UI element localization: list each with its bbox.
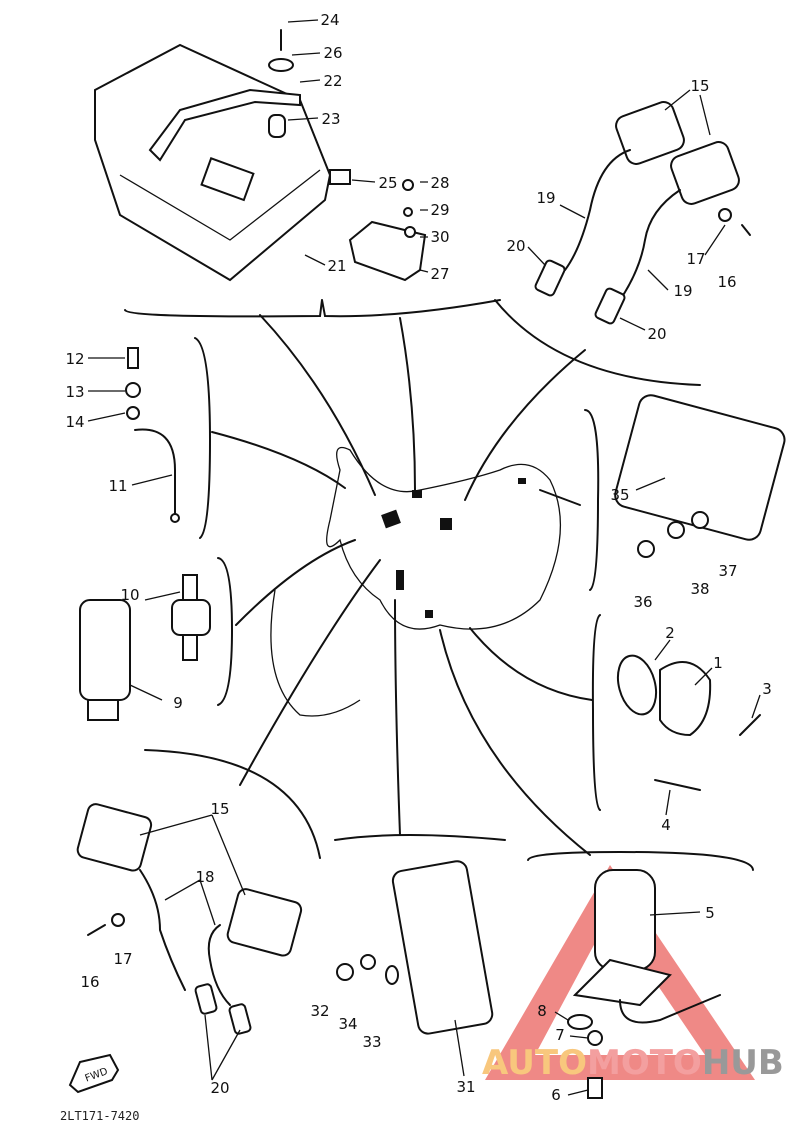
callout: 33: [362, 1033, 381, 1051]
callout: 20: [506, 237, 525, 255]
callout: 23: [321, 110, 340, 128]
callout: 20: [647, 325, 666, 343]
callout: 17: [686, 250, 705, 268]
callout: 4: [661, 816, 671, 834]
callout: 38: [690, 580, 709, 598]
callout: 17: [113, 950, 132, 968]
callout: 18: [195, 868, 214, 886]
callout: 1: [713, 654, 723, 672]
ecu-unit: [94, 29, 351, 282]
callout: 15: [690, 77, 709, 95]
ignition-coils-top: [534, 101, 751, 325]
callout: 32: [310, 1002, 329, 1020]
callout: 35: [610, 486, 629, 504]
callout: 19: [536, 189, 555, 207]
watermark-text: AUTOMOTOHUB: [482, 1043, 784, 1083]
callout: 9: [173, 694, 183, 712]
callout: 5: [705, 904, 715, 922]
regulator: [348, 179, 427, 282]
callout: 15: [210, 800, 229, 818]
callout: 3: [762, 680, 772, 698]
watermark-triangle: [485, 865, 755, 1080]
callout-labels: 24 26 22 23 25 28 29 30 21 27 15 19 17 1…: [65, 11, 771, 1104]
tail-lamp: [614, 394, 786, 558]
watermark-logo: AUTOMOTOHUB: [482, 865, 784, 1083]
callout: 26: [323, 44, 342, 62]
fwd-arrow-icon: FWD: [68, 1053, 120, 1094]
footer-code: 2LT171-7420: [60, 1109, 139, 1123]
callout: 34: [338, 1015, 357, 1033]
pickup-coil: [616, 654, 761, 791]
callout: 22: [323, 72, 342, 90]
callout: 29: [430, 201, 449, 219]
callout: 31: [456, 1078, 475, 1096]
callout: 28: [430, 174, 449, 192]
callout: 13: [65, 383, 84, 401]
callout: 24: [320, 11, 339, 29]
callout: 19: [673, 282, 692, 300]
switches: [79, 574, 211, 721]
callout: 14: [65, 413, 84, 431]
reflector: [336, 860, 494, 1035]
callout: 37: [718, 562, 737, 580]
group-brackets: [124, 299, 754, 871]
ground-lead: [125, 347, 180, 523]
callout: 10: [120, 586, 139, 604]
callout: 25: [378, 174, 397, 192]
callout: 16: [717, 273, 736, 291]
callout: 36: [633, 593, 652, 611]
ignition-coils-bottom: [76, 803, 303, 1035]
callout: 8: [537, 1002, 547, 1020]
callout-pointers: [87, 19, 761, 1096]
callout: 27: [430, 265, 449, 283]
fuel-pump: [567, 869, 721, 1099]
callout: 20: [210, 1079, 229, 1097]
callout: 21: [327, 257, 346, 275]
callout: 12: [65, 350, 84, 368]
engine-outline: [270, 446, 562, 717]
callout: 7: [555, 1026, 565, 1044]
callout: 30: [430, 228, 449, 246]
callout: 2: [665, 624, 675, 642]
callout: 16: [80, 973, 99, 991]
callout: 11: [108, 477, 127, 495]
callout: 6: [551, 1086, 561, 1104]
